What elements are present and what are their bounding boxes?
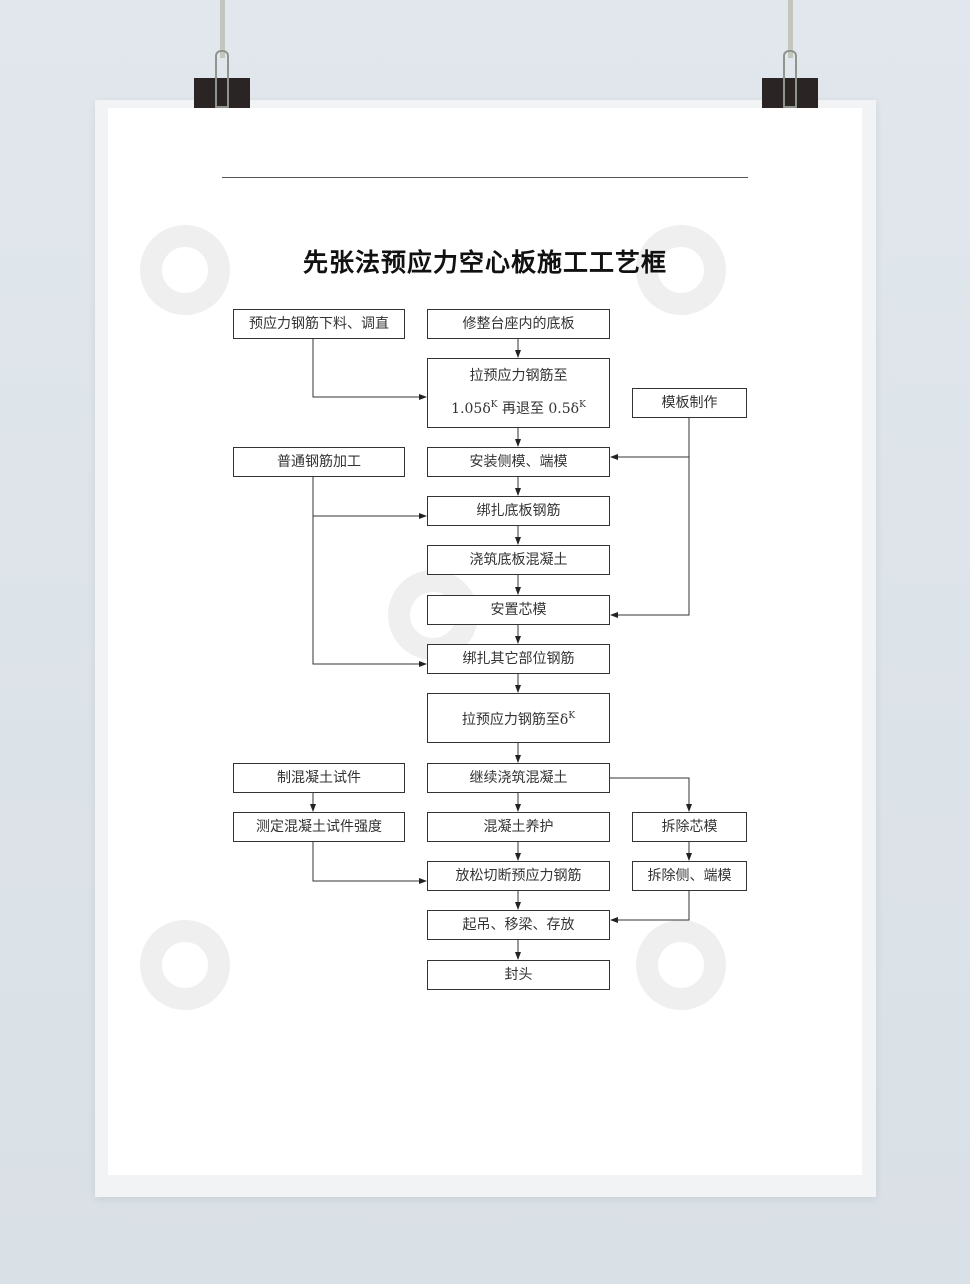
step-install-side-forms: 安装侧模、端模 xyxy=(427,447,610,477)
step-lift-move-store: 起吊、移梁、存放 xyxy=(427,910,610,940)
step-ordinary-rebar: 普通钢筋加工 xyxy=(233,447,405,477)
step-tension-initial: 拉预应力钢筋至 1.05δK 再退至 0.5δK xyxy=(427,358,610,428)
step-label: 预应力钢筋下料、调直 xyxy=(249,315,389,332)
hanging-string-left xyxy=(220,0,225,58)
header-rule xyxy=(222,177,748,178)
binder-clip-left xyxy=(194,78,250,108)
step-remove-core-mold: 拆除芯模 xyxy=(632,812,747,842)
step-label: 安装侧模、端模 xyxy=(469,453,568,470)
clip-wire-left xyxy=(215,50,229,108)
hanging-string-right xyxy=(788,0,793,58)
step-label: 普通钢筋加工 xyxy=(277,453,361,470)
step-place-core-mold: 安置芯模 xyxy=(427,595,610,625)
step-formwork-making: 模板制作 xyxy=(632,388,747,418)
binder-clip-right xyxy=(762,78,818,108)
step-label: 修整台座内的底板 xyxy=(462,315,575,332)
step-pour-bottom-concrete: 浇筑底板混凝土 xyxy=(427,545,610,575)
step-label: 制混凝土试件 xyxy=(277,769,361,786)
step-label-formula: 1.05δK 再退至 0.5δK xyxy=(451,400,586,417)
step-continue-pouring: 继续浇筑混凝土 xyxy=(427,763,610,793)
step-seal-ends: 封头 xyxy=(427,960,610,990)
step-release-cut-strands: 放松切断预应力钢筋 xyxy=(427,861,610,891)
step-make-test-specimen: 制混凝土试件 xyxy=(233,763,405,793)
step-label: 拆除芯模 xyxy=(661,818,718,835)
step-label: 测定混凝土试件强度 xyxy=(256,818,382,835)
step-label: 混凝土养护 xyxy=(483,818,554,835)
step-label: 绑扎底板钢筋 xyxy=(476,502,561,519)
step-tie-bottom-rebar: 绑扎底板钢筋 xyxy=(427,496,610,526)
step-concrete-curing: 混凝土养护 xyxy=(427,812,610,842)
step-label: 继续浇筑混凝土 xyxy=(469,769,568,786)
step-label: 拉预应力钢筋至 xyxy=(469,368,568,384)
step-prestress-steel-cutting: 预应力钢筋下料、调直 xyxy=(233,309,405,339)
step-label: 封头 xyxy=(504,966,533,983)
clip-wire-right xyxy=(783,50,797,108)
step-label: 绑扎其它部位钢筋 xyxy=(462,650,575,667)
step-label: 起吊、移梁、存放 xyxy=(462,916,575,933)
document-sheet xyxy=(108,108,862,1175)
step-test-specimen-strength: 测定混凝土试件强度 xyxy=(233,812,405,842)
step-label: 放松切断预应力钢筋 xyxy=(455,867,582,884)
step-label: 拉预应力钢筋至δK xyxy=(461,710,576,728)
page-title: 先张法预应力空心板施工工艺框 xyxy=(302,248,667,277)
step-label: 模板制作 xyxy=(661,394,718,411)
step-label: 安置芯模 xyxy=(490,601,547,618)
step-label: 拆除侧、端模 xyxy=(647,867,732,884)
step-tension-final: 拉预应力钢筋至δK xyxy=(427,693,610,743)
step-trim-bed-base: 修整台座内的底板 xyxy=(427,309,610,339)
step-remove-side-end-forms: 拆除侧、端模 xyxy=(632,861,747,891)
step-tie-other-rebar: 绑扎其它部位钢筋 xyxy=(427,644,610,674)
step-label: 浇筑底板混凝土 xyxy=(469,551,568,568)
